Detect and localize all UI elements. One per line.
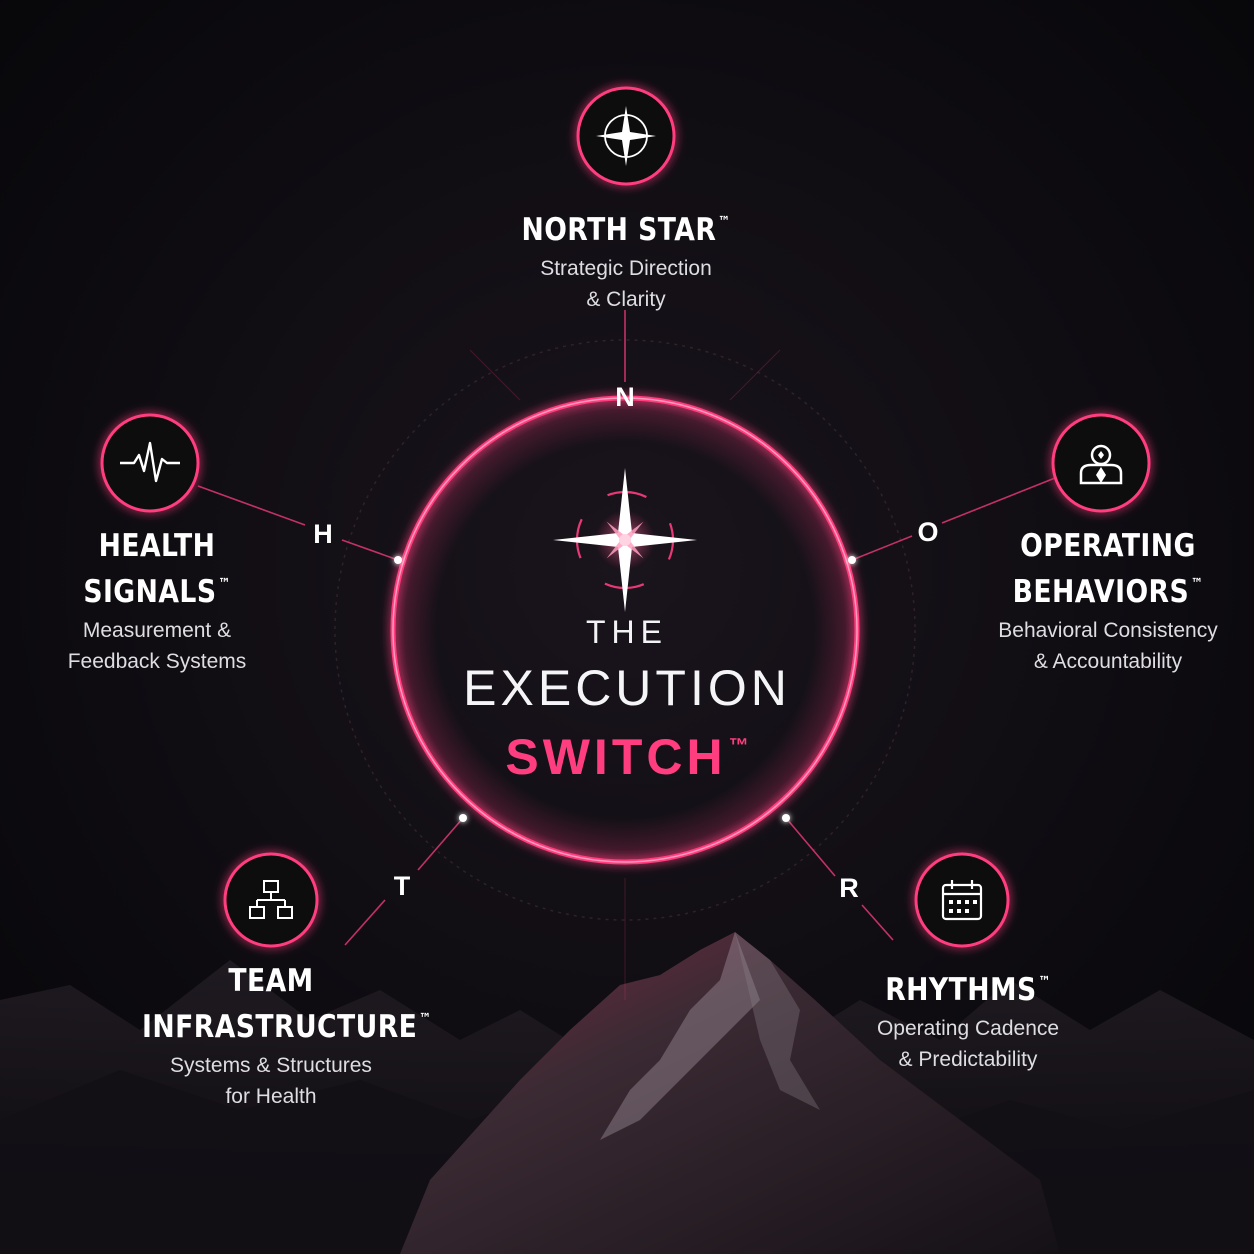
rhythms-icon-circle (914, 852, 1010, 948)
faint-lines (469, 349, 781, 1000)
node-subtitle: Strategic Direction& Clarity (540, 257, 712, 311)
center-compass-star (553, 468, 697, 612)
center-title-line1: THE (586, 614, 668, 650)
letter-n: N (615, 382, 635, 412)
center-title-tm: ™ (728, 735, 749, 757)
north-icon-circle (576, 86, 676, 186)
node-subtitle: Measurement &Feedback Systems (67, 619, 247, 673)
main-peak (400, 932, 1060, 1254)
center-title-switch: SWITCH (505, 729, 727, 785)
health-icon-circle (100, 413, 200, 513)
center-title-line2: EXECUTION (463, 660, 791, 716)
mountain-range (0, 932, 1254, 1254)
team-icon-circle (223, 852, 319, 948)
letter-r: R (839, 873, 859, 903)
letter-t: T (393, 871, 411, 901)
node-subtitle: Operating Cadence& Predictability (876, 1017, 1060, 1071)
letter-h: H (313, 519, 333, 549)
letter-o: O (917, 517, 939, 547)
ring-dots (394, 556, 856, 822)
connector-lines (197, 310, 1056, 946)
node-subtitle: Behavioral Consistency& Accountability (998, 619, 1218, 673)
operating-icon-circle (1051, 413, 1151, 513)
outer-orbit (334, 339, 916, 921)
